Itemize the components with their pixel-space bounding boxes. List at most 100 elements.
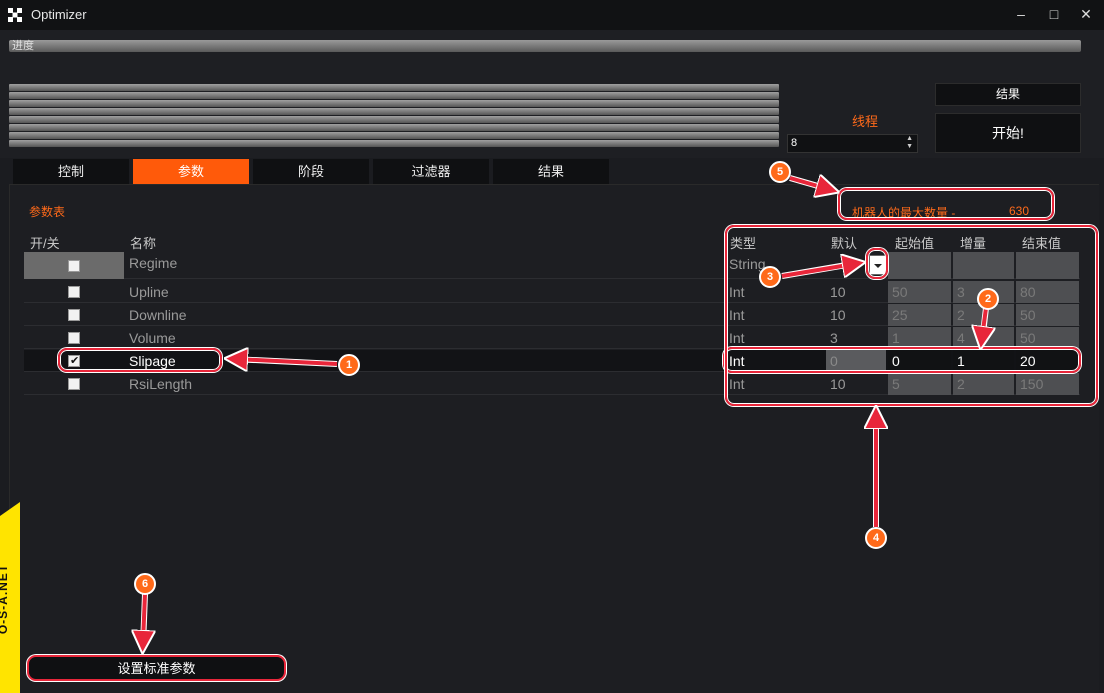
table-row[interactable]: Volume Int 3 1 4 50 [24,327,1080,349]
header-start: 起始值 [895,236,935,251]
param-default: 3 [830,330,838,346]
max-bots-value: 630 [1009,204,1030,218]
annotation-box [723,347,1081,373]
param-name: Regime [129,255,178,271]
param-start[interactable]: 50 [888,281,951,303]
stepper-arrows-icon[interactable]: ▲▼ [906,135,913,150]
table-row-selected[interactable]: Slipage Int 0 0 1 20 [24,350,1080,372]
annotation-badge: 4 [865,527,887,549]
param-type: Int [729,307,745,323]
param-end[interactable]: 20 [1016,350,1079,372]
param-step[interactable]: 1 [953,350,1014,372]
param-type: Int [729,353,745,369]
watermark-logo [0,502,20,693]
annotation-box [725,225,1098,406]
header-default: 默认 [831,236,858,251]
max-bots-label: 机器人的最大数量 - [852,206,956,220]
param-name: Downline [129,307,187,323]
tab-filters[interactable]: 过滤器 [373,159,489,184]
row-checkbox[interactable] [68,260,80,272]
check-cell [24,304,124,326]
param-name: RsiLength [129,376,193,392]
results-button[interactable]: 结果 [935,83,1081,106]
header-type: 类型 [730,236,757,251]
param-default[interactable]: 0 [826,350,886,372]
param-start[interactable] [888,252,951,279]
header-name: 名称 [130,236,157,251]
thread-progress-bar [9,116,779,123]
check-cell [24,252,124,279]
table-row[interactable]: RsiLength Int 10 5 2 150 [24,373,1080,395]
param-name: Slipage [129,353,176,369]
param-end[interactable] [1016,252,1079,279]
tab-control[interactable]: 控制 [13,159,129,184]
thread-progress-bar [9,124,779,131]
threads-stepper[interactable]: 8 ▲▼ [787,134,918,153]
param-default: 10 [830,307,846,323]
param-name: Upline [129,284,169,300]
overall-progress-bar [9,40,1081,52]
check-cell [24,373,124,395]
param-start[interactable]: 5 [888,373,951,395]
param-end[interactable]: 150 [1016,373,1079,395]
row-checkbox-checked[interactable] [68,354,80,367]
annotation-box [838,188,1054,220]
thread-progress-bar [9,92,779,99]
progress-area: 进度 [0,30,1104,158]
param-type: String [729,256,766,272]
header-end: 结束值 [1022,236,1062,251]
param-type: Int [729,284,745,300]
thread-progress-bar [9,100,779,107]
params-table-title: 参数表 [29,205,66,219]
maximize-icon[interactable]: □ [1049,6,1059,22]
threads-value: 8 [791,137,798,149]
start-button[interactable]: 开始! [935,113,1081,153]
param-default: 10 [830,376,846,392]
tab-parameters[interactable]: 参数 [133,159,249,184]
row-checkbox[interactable] [68,332,80,344]
annotation-box [58,348,222,372]
row-checkbox[interactable] [68,309,80,321]
row-checkbox[interactable] [68,378,80,390]
thread-progress-bar [9,84,779,91]
header-step: 增量 [960,236,987,251]
param-name: Volume [129,330,176,346]
param-end[interactable]: 50 [1016,327,1079,349]
set-default-params-button[interactable]: 设置标准参数 [27,655,286,681]
param-end[interactable]: 50 [1016,304,1079,326]
check-cell [24,327,124,349]
annotation-badge: 3 [759,266,781,288]
param-start[interactable]: 25 [888,304,951,326]
thread-progress-bar [9,132,779,139]
tab-stages[interactable]: 阶段 [253,159,369,184]
threads-label: 线程 [852,114,879,129]
watermark-text: O-S-A.NET [0,563,11,635]
param-end[interactable]: 80 [1016,281,1079,303]
param-start[interactable]: 1 [888,327,951,349]
title-bar: Optimizer – □ ✕ [0,0,1104,30]
param-step[interactable]: 2 [953,373,1014,395]
thread-progress-bar [9,108,779,115]
annotation-badge: 2 [977,288,999,310]
app-icon [8,8,22,22]
annotation-badge: 1 [338,354,360,376]
param-type: Int [729,330,745,346]
tab-results[interactable]: 结果 [493,159,609,184]
thread-progress-bar [9,140,779,147]
param-step[interactable] [953,252,1014,279]
param-start[interactable]: 0 [888,350,951,372]
annotation-badge: 5 [769,161,791,183]
table-row[interactable]: Downline Int 10 25 2 50 [24,304,1080,326]
param-type: Int [729,376,745,392]
window-title: Optimizer [31,7,87,22]
minimize-icon[interactable]: – [1017,6,1025,22]
annotation-badge: 6 [134,573,156,595]
row-checkbox[interactable] [68,286,80,298]
close-icon[interactable]: ✕ [1080,6,1092,22]
table-row[interactable]: Regime String [24,252,1080,279]
param-default: 10 [830,284,846,300]
check-cell [24,281,124,303]
check-cell [24,350,124,372]
header-onoff: 开/关 [30,236,60,251]
